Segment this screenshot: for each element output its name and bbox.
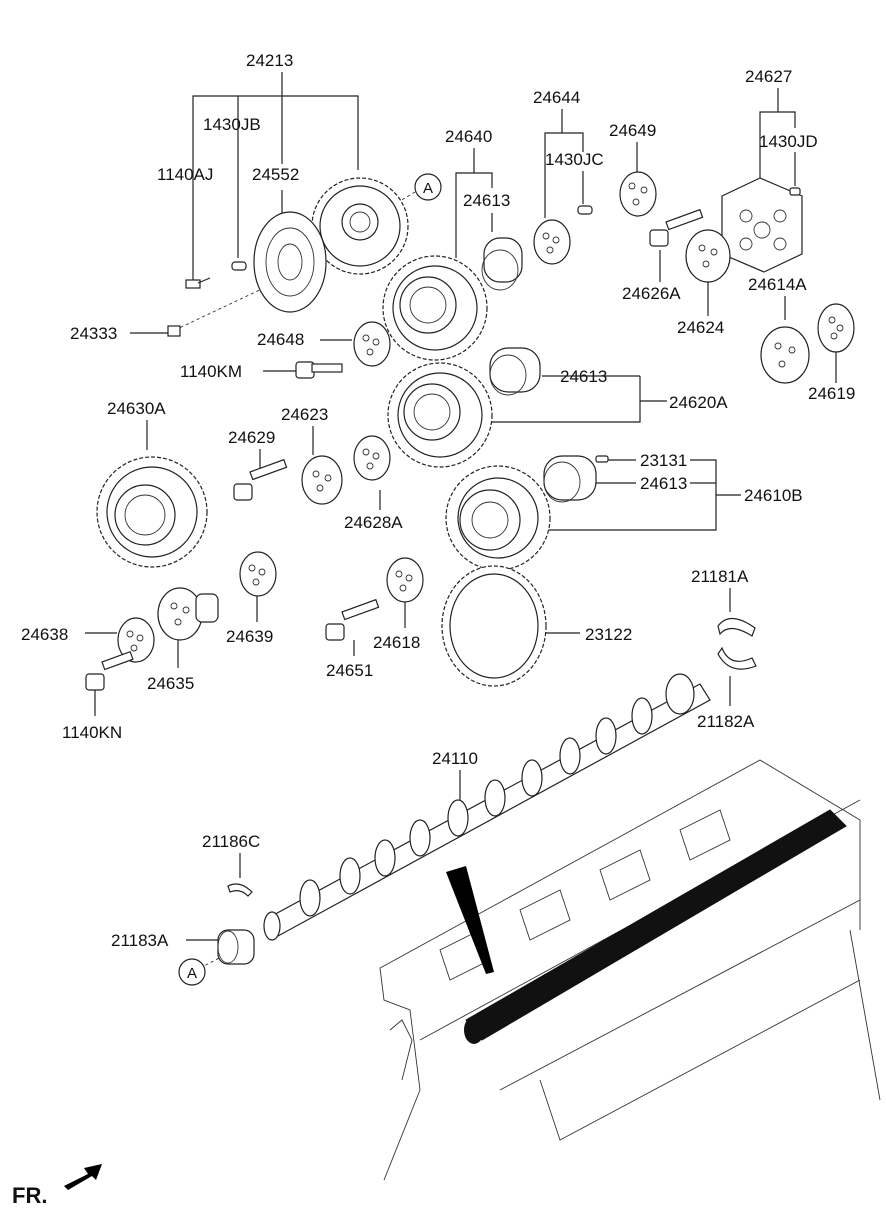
- label-21183A: 21183A: [111, 931, 169, 950]
- svg-text:A: A: [187, 965, 197, 982]
- bolt-1140KM: [295, 361, 343, 379]
- label-24623: 24623: [281, 405, 328, 424]
- plate-24619: [817, 303, 855, 353]
- label-24629: 24629: [228, 428, 275, 447]
- label-24613-top: 24613: [463, 191, 510, 210]
- svg-text:A: A: [423, 180, 433, 197]
- label-23131: 23131: [640, 451, 687, 470]
- label-24644: 24644: [533, 88, 580, 107]
- gear-24610B: [445, 465, 551, 571]
- gear-24213-upper: [311, 177, 409, 275]
- bushing-24613-middle: [489, 347, 541, 396]
- label-24648: 24648: [257, 330, 304, 349]
- bolt-24651: [325, 598, 380, 641]
- label-24627: 24627: [745, 67, 792, 86]
- label-24638: 24638: [21, 625, 68, 644]
- installed-camshaft-dark: [464, 809, 847, 1044]
- label-1430JC: 1430JC: [545, 150, 604, 169]
- label-24618: 24618: [373, 633, 420, 652]
- plate-24623: [301, 455, 343, 505]
- plate-24628A: [353, 435, 391, 481]
- plate-24639: [239, 551, 277, 597]
- bolt-24629: [233, 458, 288, 501]
- pin-1430JB: [231, 261, 247, 271]
- leader-lines: [85, 72, 837, 969]
- label-21186C: 21186C: [202, 832, 260, 851]
- pin-1430JC: [577, 205, 593, 215]
- pin-23131: [595, 455, 609, 463]
- label-1140KN: 1140KN: [62, 723, 122, 742]
- bolt-24626A: [649, 208, 704, 247]
- bearing-21181A: [717, 617, 756, 637]
- label-23122: 23122: [585, 625, 632, 644]
- label-24640: 24640: [445, 127, 492, 146]
- label-1140AJ: 1140AJ: [157, 165, 213, 184]
- bearing-21182A: [717, 646, 757, 670]
- label-24626A: 24626A: [622, 284, 681, 303]
- label-24649: 24649: [609, 121, 656, 140]
- bushing-24613-top: [481, 237, 523, 291]
- hub-24614A: [760, 326, 810, 384]
- label-24630A: 24630A: [107, 399, 166, 418]
- pin-1430JD: [789, 187, 801, 196]
- hub-24624: [685, 229, 731, 283]
- plate-24649: [619, 171, 657, 217]
- label-21181A: 21181A: [691, 567, 749, 586]
- reference-marker-top: A: [394, 173, 442, 205]
- housing-24627: [721, 177, 803, 273]
- installation-arrow: [446, 866, 494, 974]
- label-24651: 24651: [326, 661, 373, 680]
- label-24552: 24552: [252, 165, 299, 184]
- washer-24644: [533, 219, 571, 265]
- label-1140KM: 1140KM: [180, 362, 242, 381]
- bushing-21183A: [217, 929, 255, 965]
- plate-24618: [386, 557, 424, 603]
- front-direction-indicator: FR.: [12, 1164, 102, 1208]
- bolt-1140AJ: [185, 277, 211, 289]
- label-24624: 24624: [677, 318, 724, 337]
- bolt-1140KN: [85, 650, 134, 691]
- label-24333: 24333: [70, 324, 117, 343]
- label-24613-bottom: 24613: [640, 474, 687, 493]
- gear-24620A: [387, 362, 493, 468]
- label-24110: 24110: [432, 749, 478, 768]
- label-24639: 24639: [226, 627, 273, 646]
- front-arrow-icon: [64, 1164, 102, 1190]
- label-24614A: 24614A: [748, 275, 807, 294]
- bearing-21186C: [227, 883, 253, 897]
- label-1430JD: 1430JD: [759, 132, 818, 151]
- hub-24635: [157, 587, 219, 641]
- plate-24648: [353, 321, 391, 367]
- camshaft-24110: [263, 673, 711, 941]
- label-24610B: 24610B: [744, 486, 803, 505]
- plate-24638: [117, 617, 155, 663]
- reference-marker-bottom: A: [178, 958, 206, 986]
- gear-24630A: [96, 456, 208, 568]
- label-24619: 24619: [808, 384, 855, 403]
- gear-24640: [382, 255, 488, 361]
- bolt-24333: [167, 325, 181, 337]
- label-1430JB: 1430JB: [203, 115, 261, 134]
- label-21182A: 21182A: [697, 712, 755, 731]
- ring-gear-23122: [441, 565, 547, 687]
- label-24213: 24213: [246, 51, 293, 70]
- label-24635: 24635: [147, 674, 194, 693]
- label-24620A: 24620A: [669, 393, 728, 412]
- label-24628A: 24628A: [344, 513, 403, 532]
- thrust-plate-24552: [253, 211, 327, 313]
- bushing-24613-bottom: [543, 455, 597, 503]
- front-label: FR.: [12, 1183, 47, 1208]
